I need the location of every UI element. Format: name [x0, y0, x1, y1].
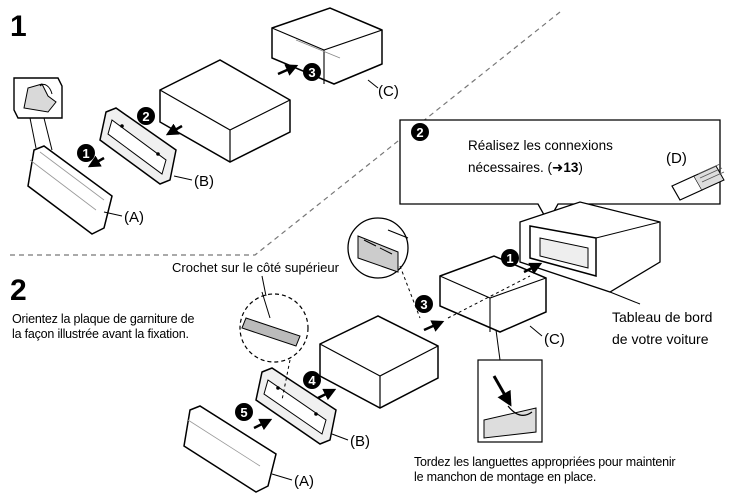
marker-4-step2: 4 — [303, 371, 321, 389]
label-d: (D) — [666, 150, 687, 167]
tabs-instruction: Tordez les languettes appropriées pour m… — [414, 455, 724, 486]
orient-instruction: Orientez la plaque de garniture de la fa… — [12, 312, 252, 343]
callout-marker-2: 2 — [411, 123, 429, 141]
arrow-icon — [523, 262, 543, 275]
arrow-icon — [423, 320, 445, 332]
tabs-line2: le manchon de montage en place. — [414, 470, 597, 485]
arrow-icon — [317, 388, 337, 401]
label-c-step2: (C) — [544, 331, 565, 348]
marker-1-step2: 1 — [501, 249, 519, 267]
marker-5-step2: 5 — [235, 403, 253, 421]
tab-bending-detail — [477, 359, 543, 443]
trim-plate-b-step1 — [99, 107, 177, 185]
front-panel-a-step1 — [27, 145, 113, 235]
label-a-step1: (A) — [124, 209, 144, 226]
front-panel-a-step2 — [183, 405, 277, 493]
step-separator — [10, 11, 561, 256]
trim-plate-b-step2 — [255, 367, 337, 445]
label-b-step1: (B) — [194, 173, 214, 190]
arrow-icon — [87, 155, 105, 168]
car-dashboard — [519, 201, 661, 305]
marker-3-step1: 3 — [303, 63, 321, 81]
svg-text:3: 3 — [308, 65, 315, 80]
label-c-step1: (C) — [378, 83, 399, 100]
orient-line1: Orientez la plaque de garniture de — [12, 312, 195, 326]
arrow-icon — [253, 418, 273, 431]
arrow-icon — [165, 123, 183, 136]
svg-text:1: 1 — [506, 251, 513, 266]
label-b-step2: (B) — [350, 433, 370, 450]
radio-unit-step1 — [159, 59, 291, 163]
hook-label: Crochet sur le côté supérieur — [172, 260, 340, 275]
arrow-icon — [277, 64, 299, 76]
magnifier-detail-icon — [347, 217, 409, 279]
marker-1-step1: 1 — [77, 144, 95, 162]
step-2-number: 2 — [10, 274, 27, 307]
svg-text:2: 2 — [142, 109, 149, 124]
label-a-step2: (A) — [294, 473, 314, 490]
radio-unit-step2 — [319, 315, 439, 409]
dashboard-label-line2: de votre voiture — [612, 331, 709, 347]
mounting-sleeve-c-step2 — [439, 255, 547, 333]
marker-2-step1: 2 — [137, 107, 155, 125]
orient-line2: la façon illustrée avant la fixation. — [12, 327, 189, 342]
svg-text:1: 1 — [82, 146, 89, 161]
callout-line1: Réalisez les connexions — [468, 138, 613, 153]
reference-arrow-icon: ➜ — [552, 160, 563, 175]
svg-text:2: 2 — [416, 125, 423, 140]
mounting-sleeve-c-step1 — [271, 7, 383, 85]
marker-3-step2: 3 — [415, 295, 433, 313]
svg-text:3: 3 — [420, 297, 427, 312]
hook-detail-circle — [239, 291, 309, 363]
tabs-line1: Tordez les languettes appropriées pour m… — [414, 455, 676, 469]
step-1-number: 1 — [10, 10, 27, 43]
dashboard-label-line1: Tableau de bord — [612, 309, 712, 325]
wiring-connector-icon — [671, 163, 725, 201]
callout-line2: nécessaires. (➜13) — [468, 160, 583, 175]
hand-press-icon — [13, 77, 63, 151]
svg-text:4: 4 — [308, 373, 316, 388]
svg-text:5: 5 — [240, 405, 247, 420]
